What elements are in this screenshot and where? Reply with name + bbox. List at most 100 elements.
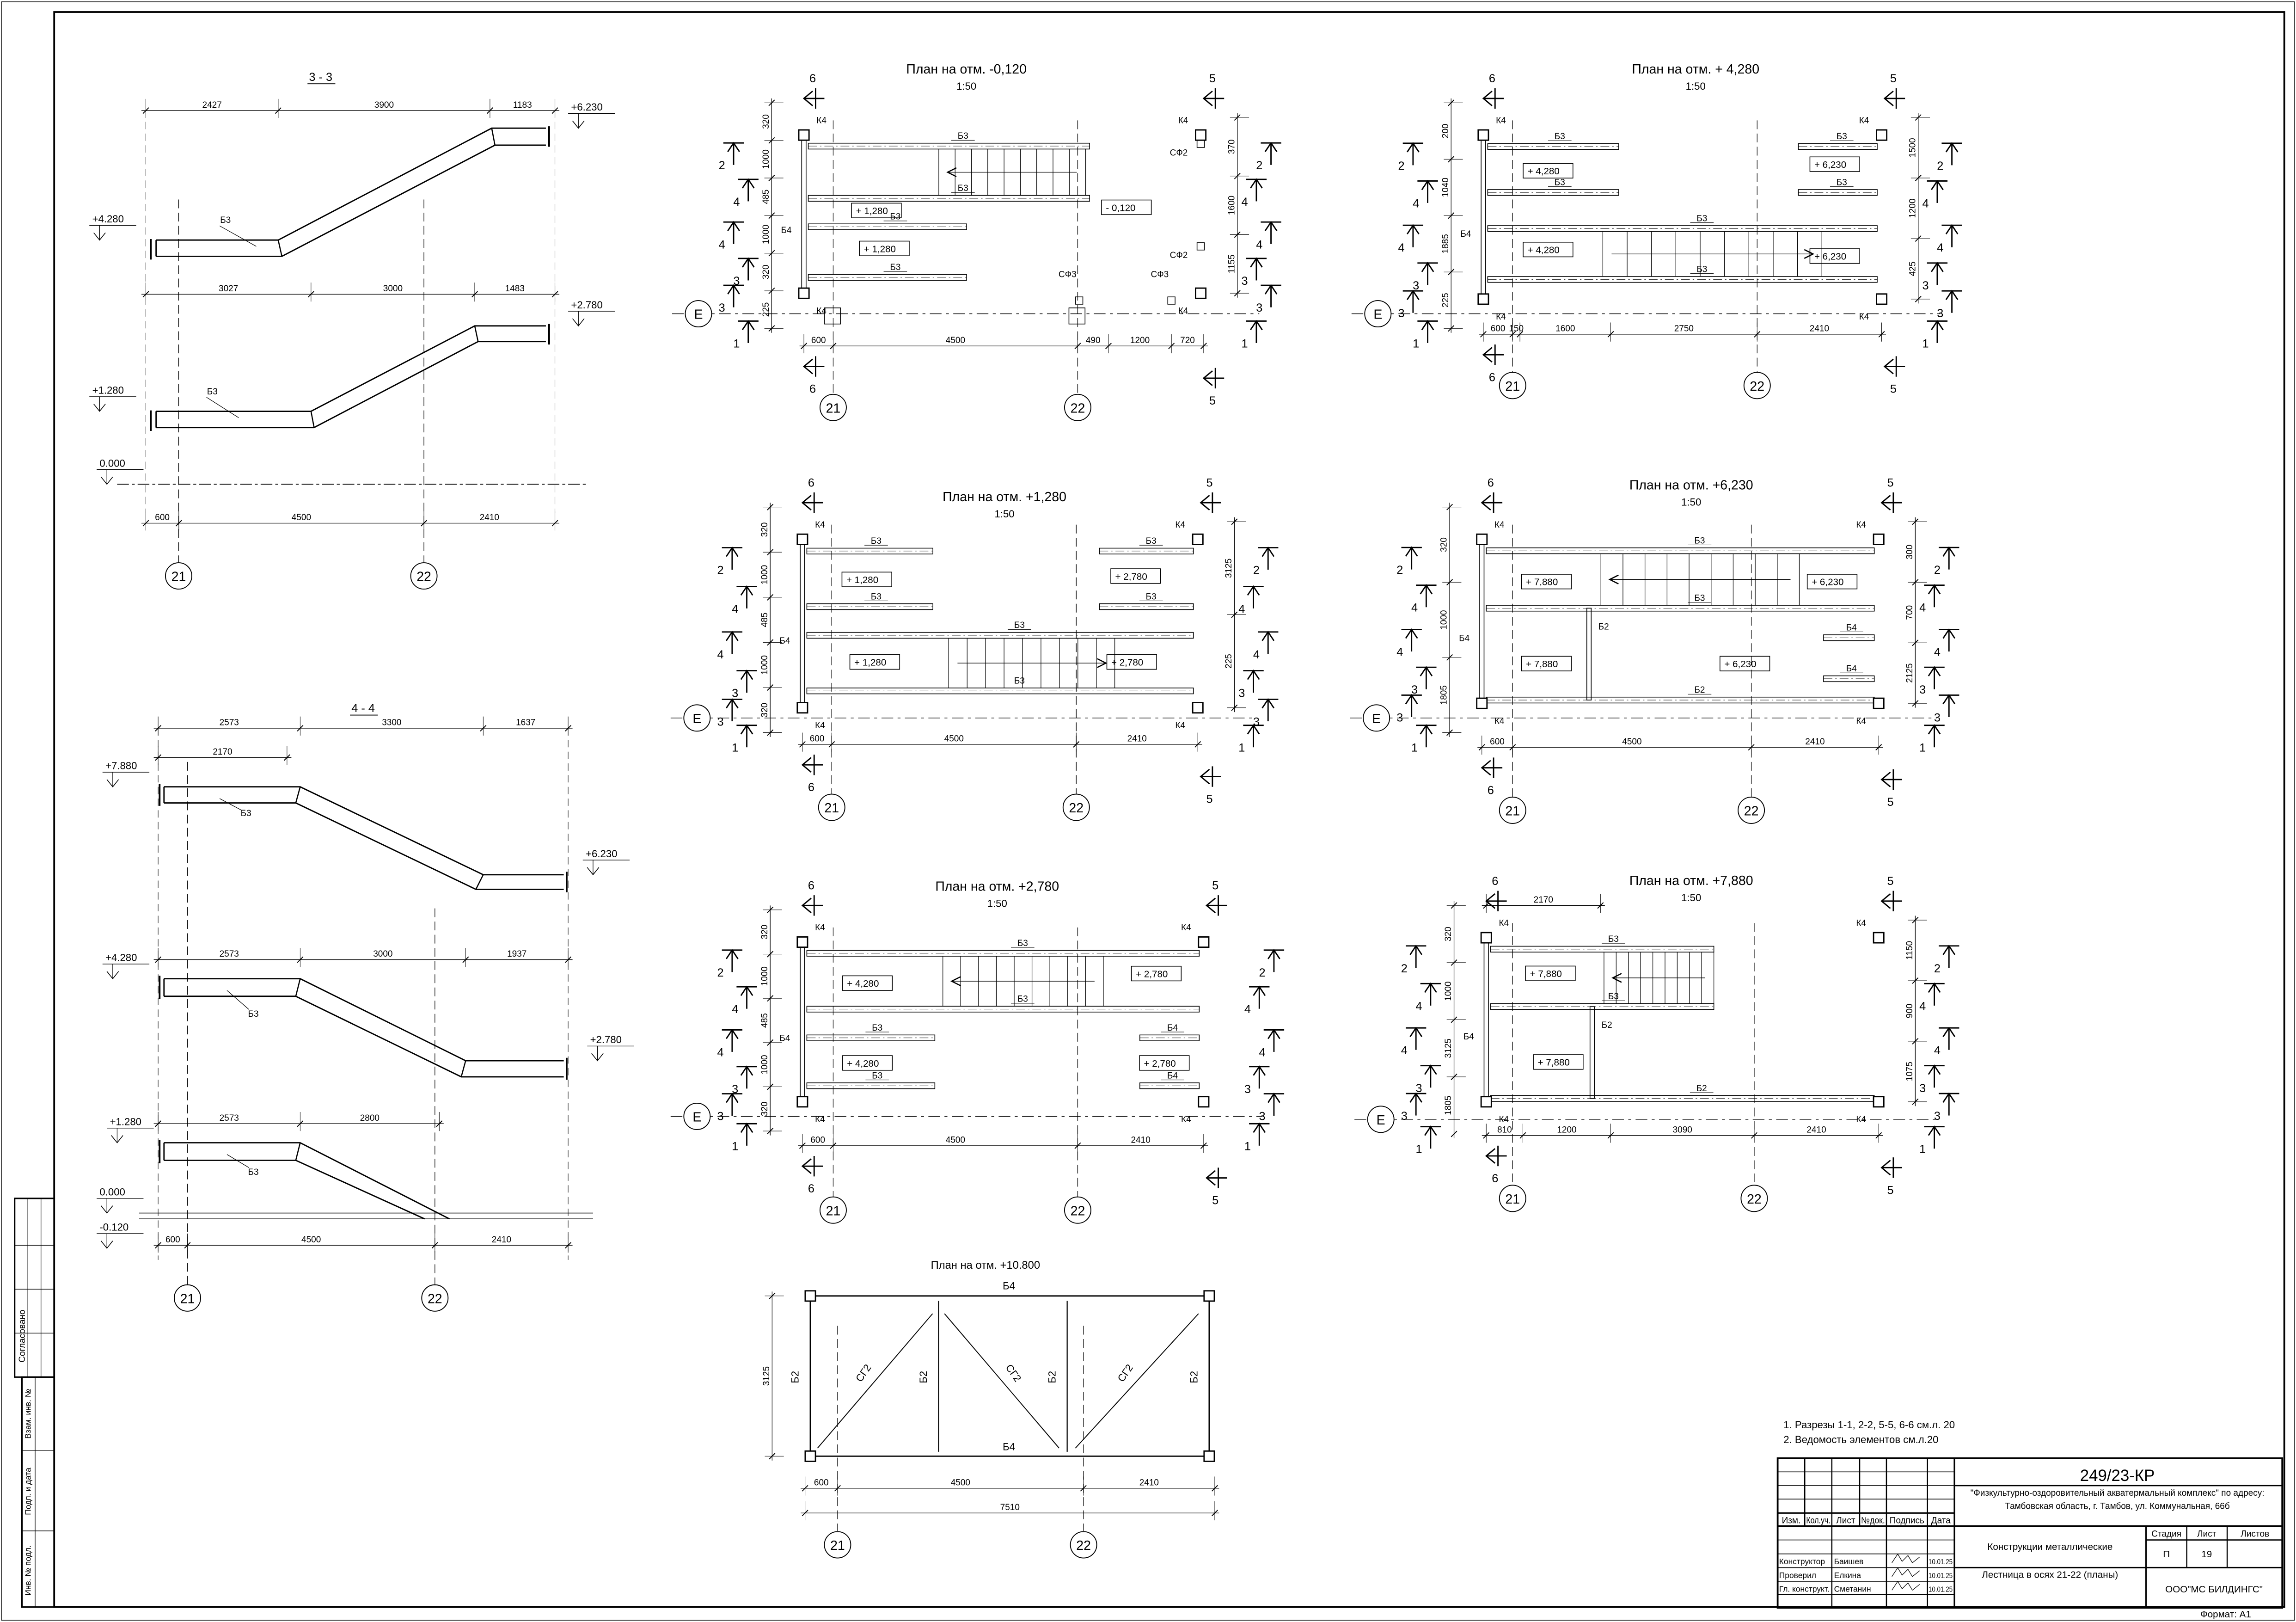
- elevation-tag: + 2,780: [1144, 1058, 1176, 1069]
- dimension-tick: [1446, 579, 1453, 586]
- signer-role: Конструктор: [1779, 1557, 1825, 1566]
- column-header: Кол.уч.: [1806, 1516, 1830, 1525]
- beam-label: Б3: [1146, 536, 1157, 546]
- dimension-text: 600: [1491, 324, 1506, 334]
- beam-label: Б3: [1694, 536, 1705, 546]
- elevation-tag: + 7,880: [1526, 577, 1558, 588]
- beam-label: Б3: [1555, 132, 1565, 141]
- cut-label: 3: [1923, 279, 1929, 292]
- axis-marker: [818, 793, 845, 821]
- dimension-tick: [1074, 1142, 1081, 1149]
- cut-arrow-icon: [726, 1028, 739, 1039]
- cut-label: 2: [1934, 962, 1941, 975]
- column-header: Дата: [1931, 1516, 1951, 1525]
- column-label: К4: [1496, 116, 1506, 126]
- side-beam: [1479, 539, 1485, 704]
- column-label: К4: [1178, 307, 1188, 316]
- column-k4: [1477, 293, 1489, 305]
- cut-label: 4: [1415, 1000, 1422, 1013]
- elevation-tag: + 1,280: [864, 244, 896, 254]
- cut-arrow-icon: [1409, 1026, 1423, 1037]
- axis-label: Е: [694, 307, 703, 322]
- axis-marker: [1363, 704, 1390, 732]
- cut-label: 3: [719, 301, 725, 314]
- column-label: К4: [1499, 1115, 1509, 1124]
- dimension-tick: [1446, 654, 1453, 661]
- dimension-text: 1637: [516, 718, 535, 728]
- beam-label: Б4: [1459, 633, 1469, 643]
- cut-arrow-icon: [741, 257, 755, 268]
- elevation-tag-box: [1139, 1055, 1190, 1071]
- beam-label: Б4: [1003, 1280, 1015, 1291]
- column-k4: [796, 1096, 808, 1108]
- cut-label: 5: [1206, 793, 1212, 806]
- elevation-tag: + 7,880: [1538, 1057, 1570, 1068]
- cut-label: 3: [1396, 711, 1403, 724]
- drawing-frame: [53, 11, 2285, 1608]
- column-label: К4: [815, 520, 825, 530]
- elevation-tag-box: [1106, 654, 1157, 670]
- column-label: К4: [1494, 717, 1505, 726]
- elevation-tag-box: [1809, 156, 1860, 172]
- leader-line: [219, 798, 242, 811]
- plan-scale: 1:50: [1686, 80, 1706, 92]
- dimension-tick: [1200, 343, 1207, 350]
- cut-arrow-icon: [1482, 347, 1493, 363]
- beam-label: Б3: [872, 1071, 882, 1081]
- cut-label: 3: [1242, 275, 1248, 288]
- beam-label: Б3: [872, 1023, 882, 1033]
- cut-arrow-icon: [1880, 893, 1891, 909]
- column-k4: [1476, 697, 1488, 709]
- dimension-text: 1000: [760, 655, 770, 675]
- dimension-tick: [1451, 1016, 1457, 1023]
- cut-arrow-icon: [1205, 1170, 1216, 1186]
- post-label: Б2: [918, 1371, 929, 1383]
- dimension-text: 3090: [1673, 1125, 1692, 1135]
- dimension-text: 320: [761, 264, 771, 279]
- dimension-tick: [1200, 1142, 1207, 1149]
- support-plate: [1196, 140, 1205, 148]
- leader-line: [206, 397, 239, 418]
- dimension-tick: [1912, 700, 1919, 707]
- plan-scale: 1:50: [1681, 892, 1701, 903]
- stringer-joint: [277, 240, 283, 257]
- cut-arrow-icon: [1931, 179, 1944, 190]
- beam-label: Б3: [241, 809, 251, 818]
- dimension-tick: [767, 504, 774, 510]
- dimension-tick: [802, 1485, 808, 1492]
- cut-label: 4: [1253, 648, 1260, 661]
- signature-icon: [1892, 1581, 1920, 1591]
- column-label: К4: [1499, 919, 1509, 928]
- cut-label: 3: [717, 715, 723, 728]
- dimension-text: 2410: [1810, 324, 1829, 334]
- axis-label: 21: [180, 1291, 195, 1306]
- beam-label: Б3: [207, 387, 218, 397]
- beam-label: Б2: [1696, 1084, 1707, 1094]
- dimension-text: 3000: [383, 284, 403, 294]
- project-name: "Физкультурно-оздоровительный акватермал…: [1971, 1488, 2265, 1498]
- cut-label: 4: [719, 238, 725, 251]
- cut-arrow-icon: [1420, 584, 1433, 595]
- cut-label: 4: [717, 648, 723, 661]
- cut-label: 4: [1934, 646, 1941, 659]
- stringer-joint: [491, 128, 496, 146]
- dimension-text: 1000: [760, 565, 770, 584]
- stringer-top: [156, 325, 546, 412]
- column-header: Подпись: [1890, 1516, 1924, 1525]
- dimension-text: 3900: [374, 100, 394, 110]
- dimension-text: 2427: [202, 100, 222, 110]
- dimension-text: 3300: [382, 718, 401, 728]
- beam-label: Б3: [1837, 132, 1847, 141]
- dimension-tick: [1234, 172, 1241, 179]
- post-beam: [1589, 1006, 1595, 1099]
- cut-label: 2: [717, 564, 723, 577]
- beam-label: Б4: [1463, 1032, 1474, 1042]
- cut-arrow-icon: [1409, 945, 1423, 955]
- cut-label: 1: [732, 1140, 738, 1153]
- leader-line: [227, 1154, 249, 1168]
- dimension-text: 600: [165, 1235, 180, 1245]
- dimension-text: 1000: [760, 966, 770, 986]
- cut-label: 1: [733, 337, 740, 350]
- beam-label: Б3: [871, 536, 882, 546]
- cut-label: 4: [1411, 602, 1418, 614]
